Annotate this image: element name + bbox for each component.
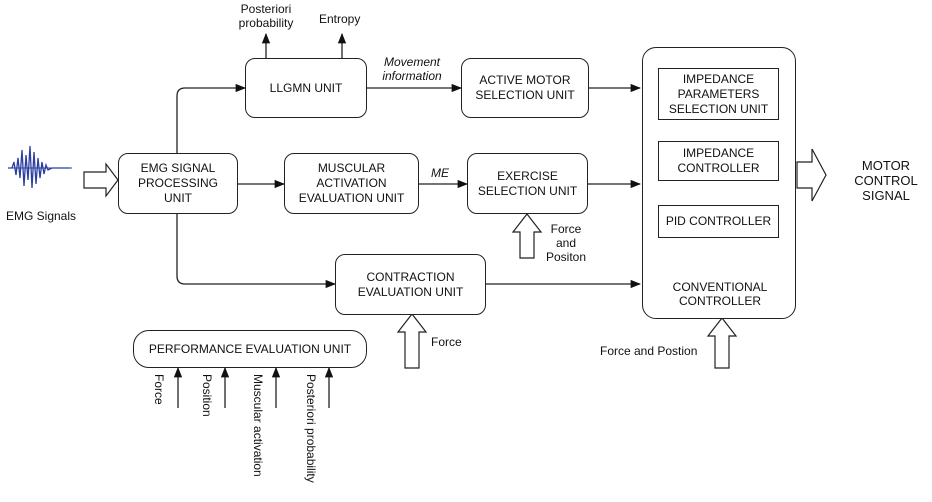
force-position-controller-arrow — [706, 317, 738, 369]
force-contraction-label: Force — [431, 335, 462, 349]
impedance-controller: IMPEDANCE CONTROLLER — [658, 141, 779, 181]
exercise-selection-unit: EXERCISE SELECTION UNIT — [467, 153, 588, 214]
llgmn-unit: LLGMN UNIT — [245, 58, 367, 118]
arrow-to-contraction — [176, 214, 337, 289]
conventional-controller-label: CONVENTIONAL CONTROLLER — [672, 280, 768, 308]
muscular-activation-evaluation-unit: MUSCULAR ACTIVATION EVALUATION UNIT — [284, 153, 419, 214]
posteriori-probability-label: Posteriori probability — [238, 2, 294, 30]
force-position-exercise-arrow — [511, 213, 543, 259]
emg-input-arrow — [83, 162, 119, 198]
motor-output-arrow — [796, 148, 827, 202]
performance-evaluation-unit: PERFORMANCE EVALUATION UNIT — [133, 330, 367, 368]
perf-label-position: Position — [200, 374, 214, 417]
force-contraction-arrow — [396, 313, 428, 369]
perf-label-muscular-activation: Muscular activation — [251, 374, 265, 477]
arrow-to-llgmn — [176, 83, 247, 153]
perf-label-posteriori-probability: Posteriori probability — [304, 374, 318, 483]
movement-information-label: Movement information — [382, 55, 442, 83]
emg-waveform-icon — [8, 145, 72, 189]
pid-controller: PID CONTROLLER — [658, 205, 779, 238]
active-motor-selection-unit: ACTIVE MOTOR SELECTION UNIT — [461, 58, 589, 118]
me-label: ME — [431, 166, 449, 180]
entropy-label: Entropy — [319, 12, 361, 26]
force-and-position-controller-label: Force and Postion — [600, 344, 698, 358]
impedance-parameters-selection-unit: IMPEDANCE PARAMETERS SELECTION UNIT — [658, 68, 779, 120]
force-and-position-exercise-label: Force and Positon — [545, 222, 587, 264]
emg-signal-processing-unit: EMG SIGNAL PROCESSING UNIT — [118, 153, 238, 214]
perf-label-force: Force — [152, 374, 166, 405]
emg-signals-label: EMG Signals — [6, 209, 77, 223]
contraction-evaluation-unit: CONTRACTION EVALUATION UNIT — [335, 254, 486, 315]
motor-control-signal-label: MOTOR CONTROL SIGNAL — [854, 158, 918, 203]
